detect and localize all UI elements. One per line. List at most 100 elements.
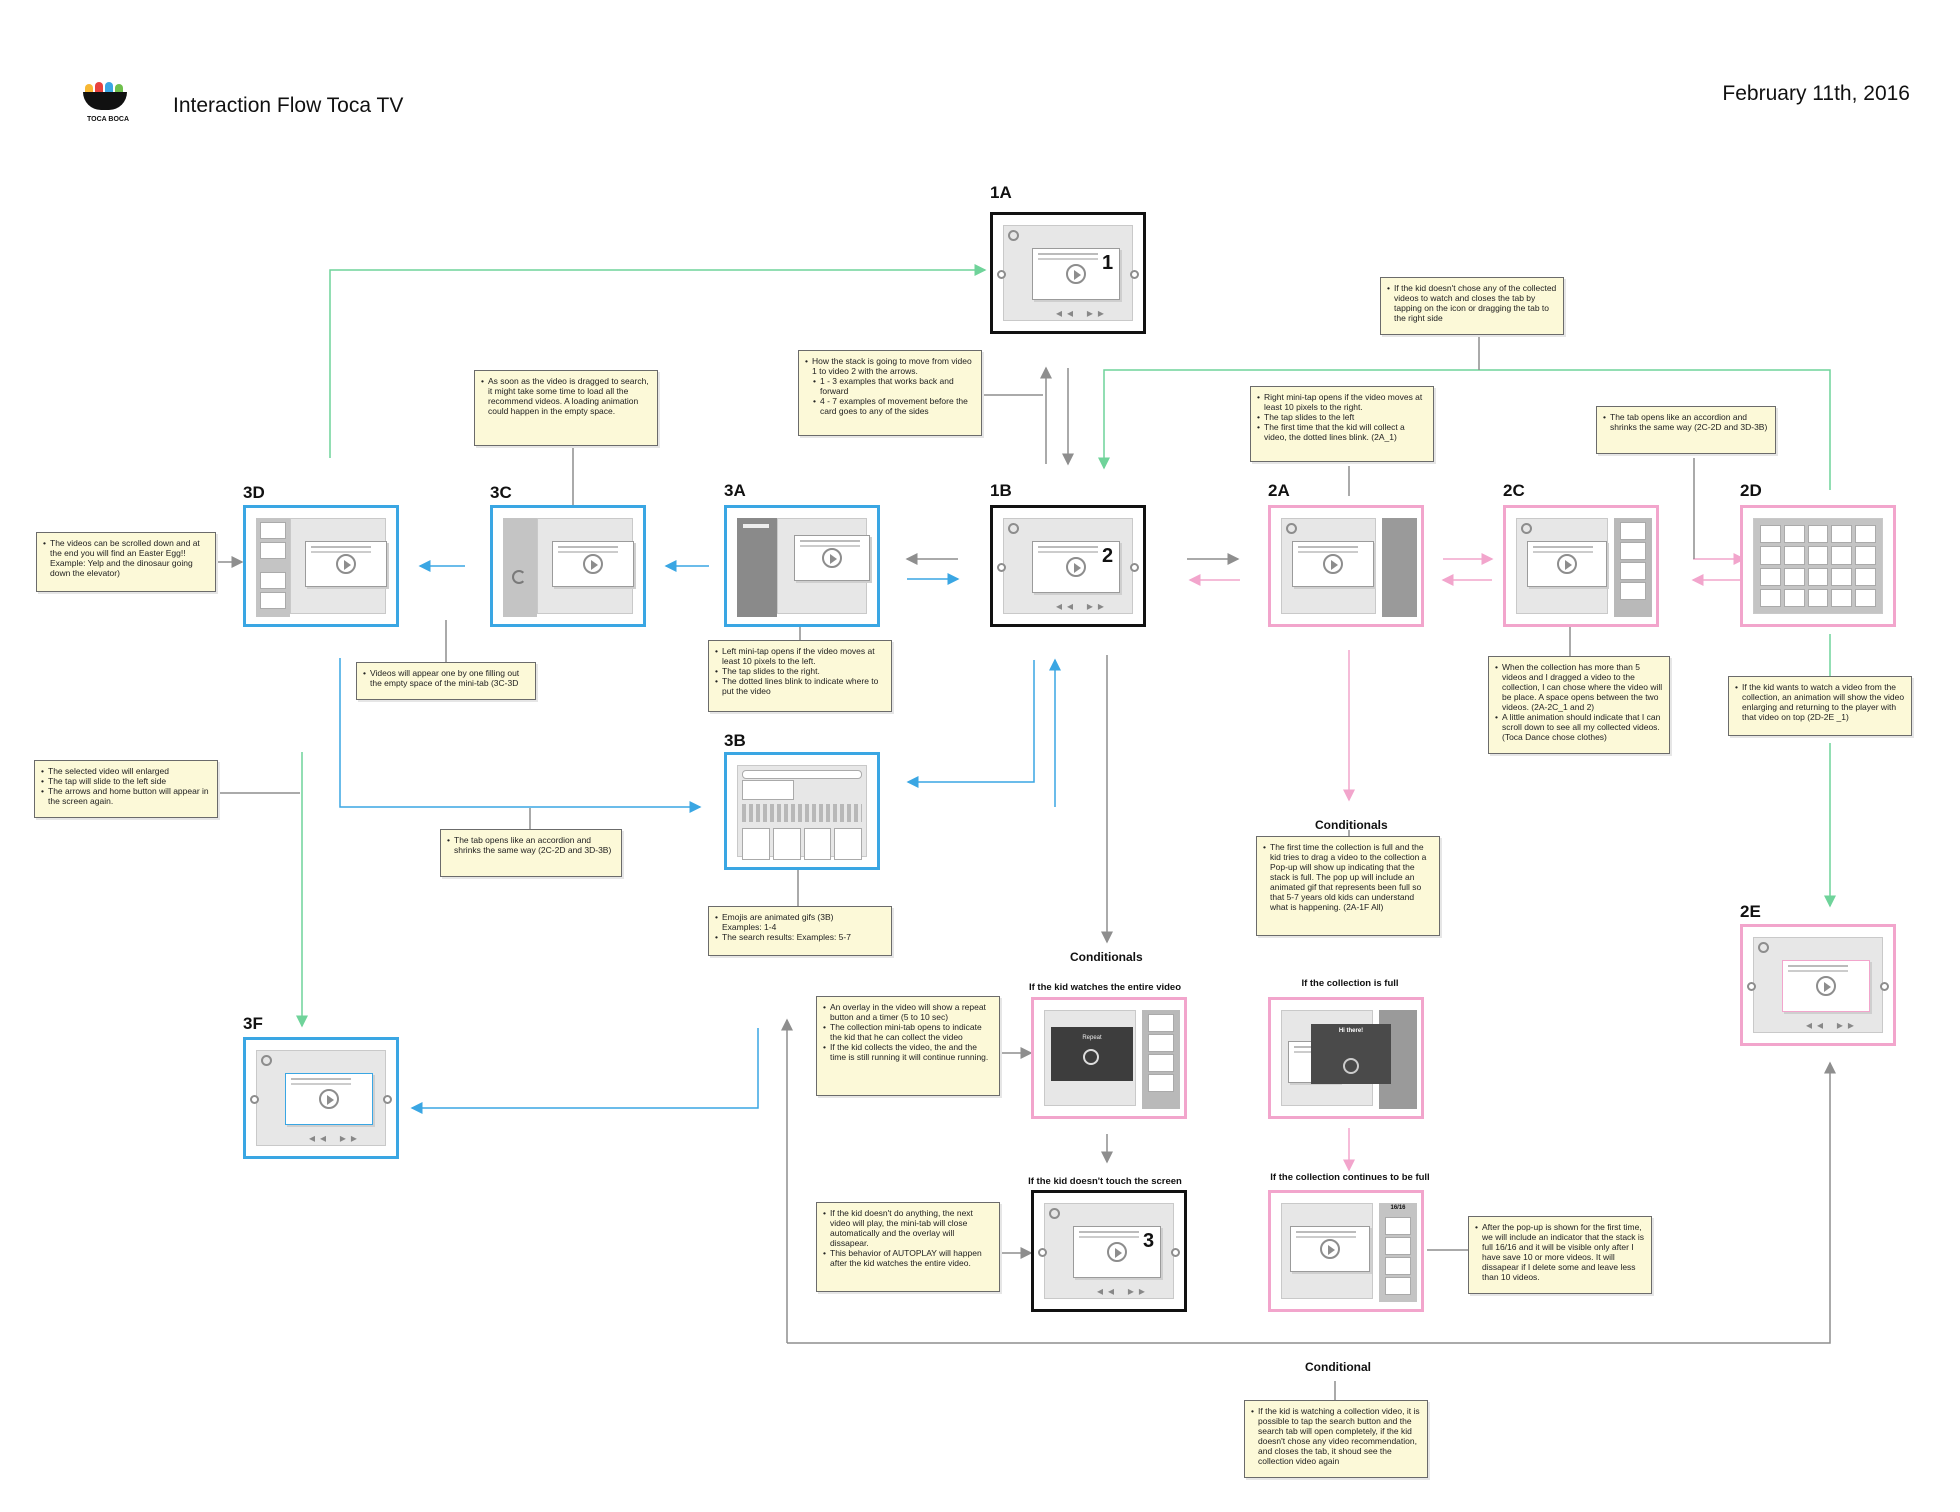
- collection-mini-tab[interactable]: [1142, 1010, 1180, 1109]
- screen-2d[interactable]: [1740, 505, 1896, 627]
- search-mini-tab[interactable]: [503, 518, 537, 617]
- condition-label-continues: If the collection continues to be full: [1270, 1172, 1430, 1183]
- grid-slot[interactable]: [1807, 588, 1829, 607]
- conditionals-center-label: Conditionals: [1070, 950, 1143, 964]
- screen-label-3c: 3C: [490, 483, 512, 502]
- grid-slot[interactable]: [1831, 567, 1853, 586]
- search-results-tab[interactable]: [256, 518, 290, 617]
- note-videos-one-by-one: Videos will appear one by one filling ou…: [356, 662, 536, 700]
- video-card[interactable]: [1073, 1226, 1161, 1278]
- screen-watched[interactable]: Repeat: [1031, 997, 1187, 1119]
- grid-slot[interactable]: [1783, 567, 1805, 586]
- grid-slot[interactable]: [1855, 588, 1876, 607]
- grid-slot[interactable]: [1855, 525, 1876, 544]
- video-card[interactable]: [552, 541, 634, 587]
- card-number: 1: [1102, 252, 1114, 274]
- screen-label-1a: 1A: [990, 183, 1012, 202]
- collection-tab[interactable]: [1614, 518, 1652, 617]
- screen-idle[interactable]: 3 ◂◂ ▸▸: [1031, 1190, 1187, 1312]
- search-bar[interactable]: [742, 770, 862, 779]
- note-collection-search: If the kid is watching a collection vide…: [1244, 1400, 1428, 1478]
- grid-slot[interactable]: [1783, 588, 1805, 607]
- screen-1b[interactable]: 2 ◂◂ ▸▸: [990, 505, 1146, 627]
- video-card[interactable]: [285, 1073, 373, 1125]
- screen-2a[interactable]: [1268, 505, 1424, 627]
- play-icon: [1323, 554, 1343, 574]
- grid-slot[interactable]: [1855, 546, 1876, 565]
- result-slot[interactable]: [803, 828, 832, 860]
- loading-icon: [512, 570, 526, 584]
- nav-arrows-icon: ◂◂ ▸▸: [1056, 599, 1109, 613]
- screen-label-3f: 3F: [243, 1014, 263, 1033]
- note-collection-full: The first time the collection is full an…: [1256, 836, 1440, 936]
- card-number: 2: [1102, 545, 1114, 567]
- screen-3c[interactable]: [490, 505, 646, 627]
- repeat-icon[interactable]: [1083, 1049, 1099, 1065]
- note-repeat-overlay: An overlay in the video will show a repe…: [816, 996, 1000, 1096]
- grid-slot[interactable]: [1807, 567, 1829, 586]
- grid-slot[interactable]: [1760, 525, 1781, 544]
- grid-slot[interactable]: [1783, 525, 1805, 544]
- grid-slot[interactable]: [1831, 525, 1853, 544]
- collection-grid: [1760, 525, 1876, 607]
- collection-tab[interactable]: 16/16: [1379, 1203, 1417, 1302]
- popup-title: Hi there!: [1338, 1028, 1364, 1034]
- play-icon: [319, 1089, 339, 1109]
- home-icon: [1758, 942, 1769, 953]
- video-card[interactable]: [1292, 541, 1374, 587]
- repeat-overlay[interactable]: Repeat: [1051, 1027, 1133, 1081]
- grid-slot[interactable]: [1760, 567, 1781, 586]
- arrow-3d-to-1a: [329, 264, 987, 458]
- screen-full[interactable]: Hi there!: [1268, 997, 1424, 1119]
- note-right-mini-tap: Right mini-tap opens if the video moves …: [1250, 386, 1434, 462]
- video-card[interactable]: [1032, 248, 1120, 300]
- video-card[interactable]: [1290, 1226, 1370, 1272]
- conditionals-right-label: Conditionals: [1315, 818, 1388, 832]
- video-card[interactable]: [1527, 541, 1607, 587]
- emoji-keyboard[interactable]: [742, 804, 862, 822]
- play-icon: [1557, 554, 1577, 574]
- play-icon: [822, 548, 842, 568]
- screen-3b[interactable]: [724, 752, 880, 870]
- grid-slot[interactable]: [1760, 546, 1781, 565]
- note-video-enlarged: The selected video will enlarged The tap…: [34, 760, 218, 818]
- note-search-loading: As soon as the video is dragged to searc…: [474, 370, 658, 446]
- screen-3a[interactable]: [724, 505, 880, 627]
- screen-2c[interactable]: [1503, 505, 1659, 627]
- result-slot[interactable]: [772, 828, 801, 860]
- result-slot[interactable]: [742, 828, 770, 860]
- video-card[interactable]: [1032, 541, 1120, 593]
- play-icon: [583, 554, 603, 574]
- home-icon: [1049, 1208, 1060, 1219]
- screen-3f[interactable]: ◂◂ ▸▸: [243, 1037, 399, 1159]
- grid-slot[interactable]: [1807, 546, 1829, 565]
- screen-3d[interactable]: [243, 505, 399, 627]
- screen-label-2e: 2E: [1740, 902, 1761, 921]
- conditional-bottom-label: Conditional: [1305, 1360, 1371, 1374]
- screen-label-3a: 3A: [724, 481, 746, 500]
- screen-1a[interactable]: 1 ◂◂ ▸▸: [990, 212, 1146, 334]
- collection-mini-tab[interactable]: [1382, 518, 1417, 617]
- nav-arrows-icon: ◂◂ ▸▸: [1097, 1284, 1150, 1298]
- full-popup[interactable]: Hi there!: [1311, 1024, 1391, 1084]
- grid-slot[interactable]: [1807, 525, 1829, 544]
- screen-continues-full[interactable]: 16/16: [1268, 1190, 1424, 1312]
- result-slot[interactable]: [834, 828, 862, 860]
- search-mini-tab[interactable]: [737, 518, 777, 617]
- play-icon: [1816, 976, 1836, 996]
- play-icon: [1107, 1242, 1127, 1262]
- video-card[interactable]: [794, 535, 870, 581]
- grid-slot[interactable]: [1855, 567, 1876, 586]
- grid-slot[interactable]: [1760, 588, 1781, 607]
- screen-label-2d: 2D: [1740, 481, 1762, 500]
- grid-slot[interactable]: [1831, 546, 1853, 565]
- screen-2e[interactable]: ◂◂ ▸▸: [1740, 924, 1896, 1046]
- video-card[interactable]: [305, 541, 387, 587]
- grid-slot[interactable]: [1831, 588, 1853, 607]
- note-autoplay: If the kid doesn't do anything, the next…: [816, 1202, 1000, 1292]
- video-card[interactable]: [1782, 960, 1870, 1012]
- condition-label-watched: If the kid watches the entire video: [1028, 982, 1182, 993]
- grid-slot[interactable]: [1783, 546, 1805, 565]
